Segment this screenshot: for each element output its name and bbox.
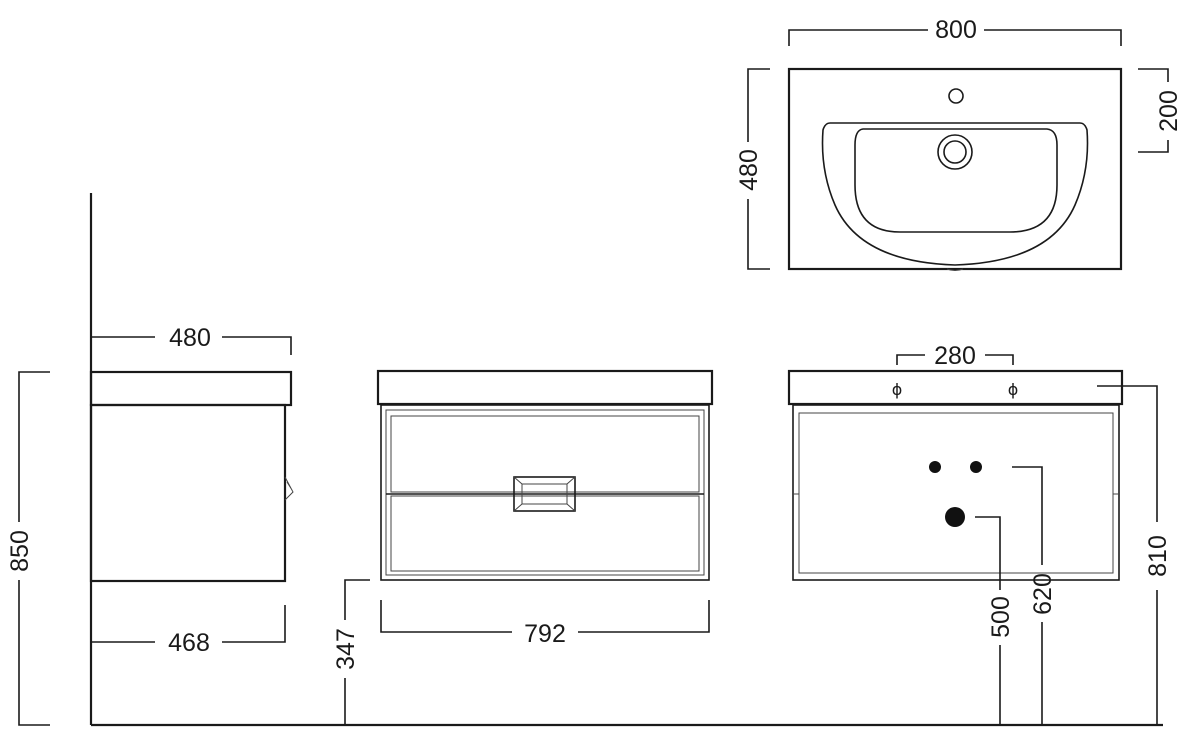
dim-line-top-width — [788, 29, 1122, 46]
dim-line-front-width — [380, 600, 710, 633]
rear-cabinet-inner — [798, 412, 1114, 574]
dim-waste-height: 500 — [987, 596, 1015, 638]
front-cabinet-inner — [385, 409, 705, 576]
tap-hole-left-diameter: ϕ — [892, 380, 903, 399]
dim-line-bowl-offset — [1138, 68, 1169, 153]
dim-top-depth: 480 — [735, 149, 763, 191]
dim-line-side-depth — [91, 336, 292, 355]
drawer-handle-bevel — [513, 476, 576, 512]
tap-hole — [948, 88, 964, 104]
drawer-handle-outer — [513, 476, 576, 512]
dim-front-width: 792 — [524, 620, 566, 648]
dim-line-tap-spacing — [896, 354, 1014, 365]
dim-side-cabinet-depth: 468 — [168, 629, 210, 657]
rear-countertop — [787, 369, 1124, 406]
drain-outer — [937, 134, 973, 170]
dim-line-waste-height — [975, 516, 1001, 725]
dim-top-width: 800 — [935, 16, 977, 44]
dim-total-height: 850 — [6, 530, 34, 572]
basin-bowl — [854, 128, 1058, 233]
top-view: 800 480 200 — [735, 16, 1183, 271]
dim-rear-height: 810 — [1144, 535, 1172, 577]
dim-supply-height: 620 — [1029, 573, 1057, 615]
dim-floor-clearance: 347 — [332, 628, 360, 670]
front-countertop — [376, 369, 714, 406]
dim-line-total-height — [18, 371, 50, 726]
side-handle — [284, 476, 294, 501]
supply-point-right — [970, 461, 982, 473]
dim-line-side-cabinet-depth — [91, 605, 286, 643]
top-view-outline — [787, 67, 1123, 271]
drain-inner — [943, 140, 967, 164]
front-view: 792 347 — [332, 369, 714, 725]
drawer-handle-inner — [521, 483, 568, 505]
tap-hole-right-diameter: ϕ — [1008, 380, 1019, 399]
side-cabinet — [89, 403, 287, 583]
side-view: 480 468 850 — [6, 324, 294, 726]
rear-view: 280 ϕ ϕ 810 620 500 — [787, 342, 1172, 725]
front-drawer-top — [390, 415, 700, 493]
dim-line-top-depth — [747, 68, 770, 270]
dim-line-floor-clearance — [344, 579, 370, 725]
rear-cabinet-outer — [792, 404, 1120, 581]
dim-bowl-offset: 200 — [1155, 90, 1183, 132]
basin-outer-rim — [821, 122, 1089, 266]
dim-side-depth: 480 — [169, 324, 211, 352]
wall-and-floor — [89, 193, 1163, 727]
supply-point-left — [929, 461, 941, 473]
dim-line-rear-height — [1097, 385, 1158, 725]
waste-outlet — [945, 507, 965, 527]
overflow-mark — [946, 268, 964, 271]
dim-tap-spacing: 280 — [934, 342, 976, 370]
side-countertop — [89, 370, 293, 407]
front-cabinet-outer — [380, 404, 710, 581]
dim-line-supply-height — [1012, 466, 1043, 725]
front-drawer-bottom — [390, 495, 700, 572]
